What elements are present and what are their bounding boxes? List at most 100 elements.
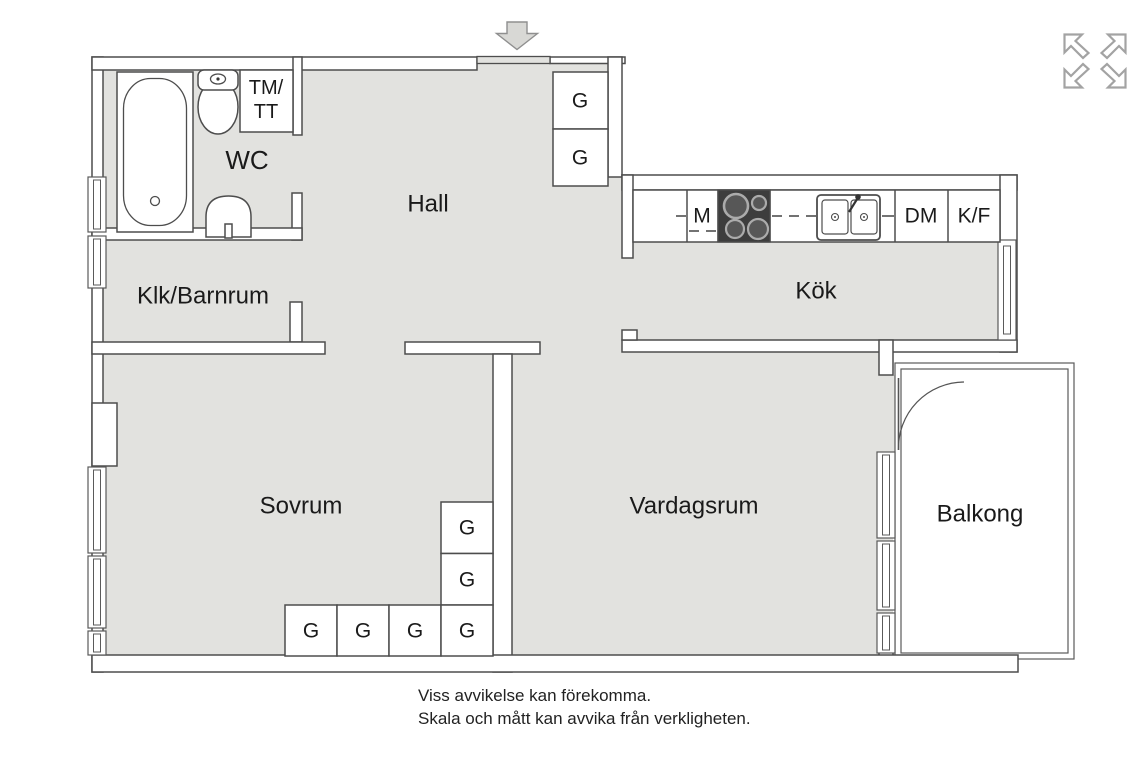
expand-arrow-sw-icon[interactable] bbox=[1063, 62, 1091, 89]
entrance-door-slab bbox=[476, 55, 551, 65]
label-g: G bbox=[459, 517, 475, 540]
window-livingroom-right-2 bbox=[876, 540, 896, 611]
closet-g-bedroom-stack-1 bbox=[440, 501, 494, 555]
label-g: G bbox=[459, 569, 475, 592]
label-hall: Hall bbox=[407, 191, 448, 218]
wc-sink bbox=[205, 195, 252, 238]
balcony-inner-line bbox=[900, 368, 1069, 654]
window-pane bbox=[93, 633, 101, 653]
wall-wc-right-upper bbox=[292, 56, 303, 136]
stove-burner bbox=[724, 218, 746, 240]
window-pane bbox=[882, 543, 890, 608]
expand-arrow-se-icon[interactable] bbox=[1099, 62, 1127, 89]
label-wc: WC bbox=[225, 145, 268, 175]
toilet-flush-dot bbox=[216, 77, 220, 81]
wall-radiator-nook bbox=[91, 402, 118, 467]
wall-kitchen-top bbox=[621, 174, 1018, 191]
room-labels: WC Hall Klk/Barnrum Kök Sovrum Vardagsru… bbox=[137, 145, 1023, 528]
bedroom-closets bbox=[284, 501, 494, 657]
label-tt: TT bbox=[254, 101, 278, 123]
closet-g-hall-2 bbox=[552, 128, 609, 187]
label-balkong: Balkong bbox=[937, 501, 1024, 528]
wall-klk-bottom bbox=[91, 341, 326, 355]
label-g: G bbox=[459, 620, 475, 643]
kitchen-passage-floor bbox=[618, 258, 637, 330]
sink-drain bbox=[830, 212, 840, 222]
window-kitchen-right bbox=[997, 239, 1017, 341]
wc-sink-pedestal bbox=[224, 223, 233, 239]
bathtub-basin bbox=[122, 77, 188, 227]
label-g: G bbox=[303, 620, 319, 643]
label-vardagsrum: Vardagsrum bbox=[630, 493, 759, 520]
wall-hall-right bbox=[607, 56, 623, 178]
stove-burner bbox=[722, 192, 750, 220]
window-livingroom-right-3 bbox=[876, 612, 896, 654]
bathtub bbox=[116, 71, 194, 233]
window-pane bbox=[1003, 245, 1011, 335]
balcony-outer-line bbox=[894, 362, 1075, 660]
label-g: G bbox=[407, 620, 423, 643]
sink-drain-dot bbox=[863, 216, 865, 218]
wall-hall-bottom-t bbox=[404, 341, 541, 355]
label-sovrum: Sovrum bbox=[260, 493, 343, 520]
window-pane bbox=[93, 179, 101, 230]
expand-arrow-ne-icon[interactable] bbox=[1099, 33, 1127, 60]
disclaimer-line-2: Skala och mått kan avvika från verklighe… bbox=[418, 709, 751, 728]
wall-kitchen-bottom-notch bbox=[621, 329, 638, 341]
balcony-door-opening-floor bbox=[879, 375, 895, 452]
window-pane bbox=[93, 469, 101, 551]
windows bbox=[87, 176, 1017, 656]
label-klk-barnrum: Klk/Barnrum bbox=[137, 283, 269, 310]
closet-g-bedroom-row-2 bbox=[336, 604, 390, 657]
bathroom-fixtures bbox=[116, 69, 294, 239]
window-pane bbox=[93, 558, 101, 626]
wall-bottom bbox=[91, 654, 1019, 673]
sink-drain-dot bbox=[834, 216, 836, 218]
label-g: G bbox=[572, 147, 588, 170]
window-klk-left bbox=[87, 235, 107, 289]
window-pane bbox=[93, 238, 101, 286]
wall-kitchen-bottom bbox=[621, 339, 1018, 353]
expand-arrow-nw-icon[interactable] bbox=[1063, 33, 1091, 60]
disclaimer: Viss avvikelse kan förekomma. Skala och … bbox=[418, 686, 751, 728]
stove-burner bbox=[750, 194, 768, 212]
kitchen-counter bbox=[632, 189, 1001, 243]
sink-faucet-knob bbox=[855, 194, 861, 200]
label-g: G bbox=[572, 90, 588, 113]
fullscreen-button[interactable] bbox=[1063, 33, 1127, 89]
window-pane bbox=[882, 615, 890, 651]
label-dm: DM bbox=[905, 205, 938, 228]
livingroom-floor bbox=[505, 350, 893, 660]
fixture-labels: TM/ TT G G G G G G G G M DM K/F bbox=[249, 77, 991, 643]
closet-g-bedroom-row-4 bbox=[440, 604, 494, 657]
window-bedroom-left-1 bbox=[87, 466, 107, 554]
label-kf: K/F bbox=[958, 205, 991, 228]
balcony-door-swing-arc bbox=[897, 381, 965, 451]
disclaimer-line-1: Viss avvikelse kan förekomma. bbox=[418, 686, 651, 705]
window-bedroom-left-3 bbox=[87, 630, 107, 656]
label-g: G bbox=[355, 620, 371, 643]
label-kok: Kök bbox=[795, 278, 837, 305]
washer-dryer-cabinet bbox=[239, 69, 294, 133]
closet-g-bedroom-row-3 bbox=[388, 604, 442, 657]
balcony-outline bbox=[894, 362, 1075, 660]
stove-burner bbox=[746, 217, 770, 241]
window-livingroom-right-1 bbox=[876, 451, 896, 539]
label-tm: TM/ bbox=[249, 77, 284, 99]
sink-drain bbox=[859, 212, 869, 222]
window-wc-left bbox=[87, 176, 107, 233]
bathtub-drain bbox=[149, 195, 161, 207]
label-m: M bbox=[693, 205, 711, 228]
closet-g-bedroom-row-1 bbox=[284, 604, 338, 657]
window-pane bbox=[882, 454, 890, 536]
closet-g-bedroom-stack-2 bbox=[440, 552, 494, 606]
wall-kitchen-left-strip bbox=[621, 174, 634, 259]
hall-closets bbox=[552, 71, 609, 187]
balcony-door bbox=[897, 378, 965, 451]
entrance-arrow-down-icon bbox=[494, 21, 540, 51]
wall-room-divider bbox=[492, 353, 513, 673]
wall-top bbox=[91, 56, 478, 71]
wall-klk-right-stub bbox=[289, 301, 303, 343]
